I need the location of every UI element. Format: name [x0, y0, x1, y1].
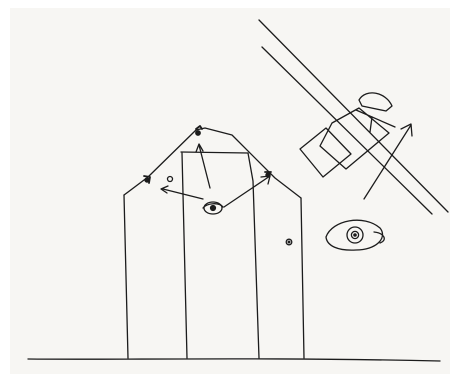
- paper-sheet: [10, 8, 450, 374]
